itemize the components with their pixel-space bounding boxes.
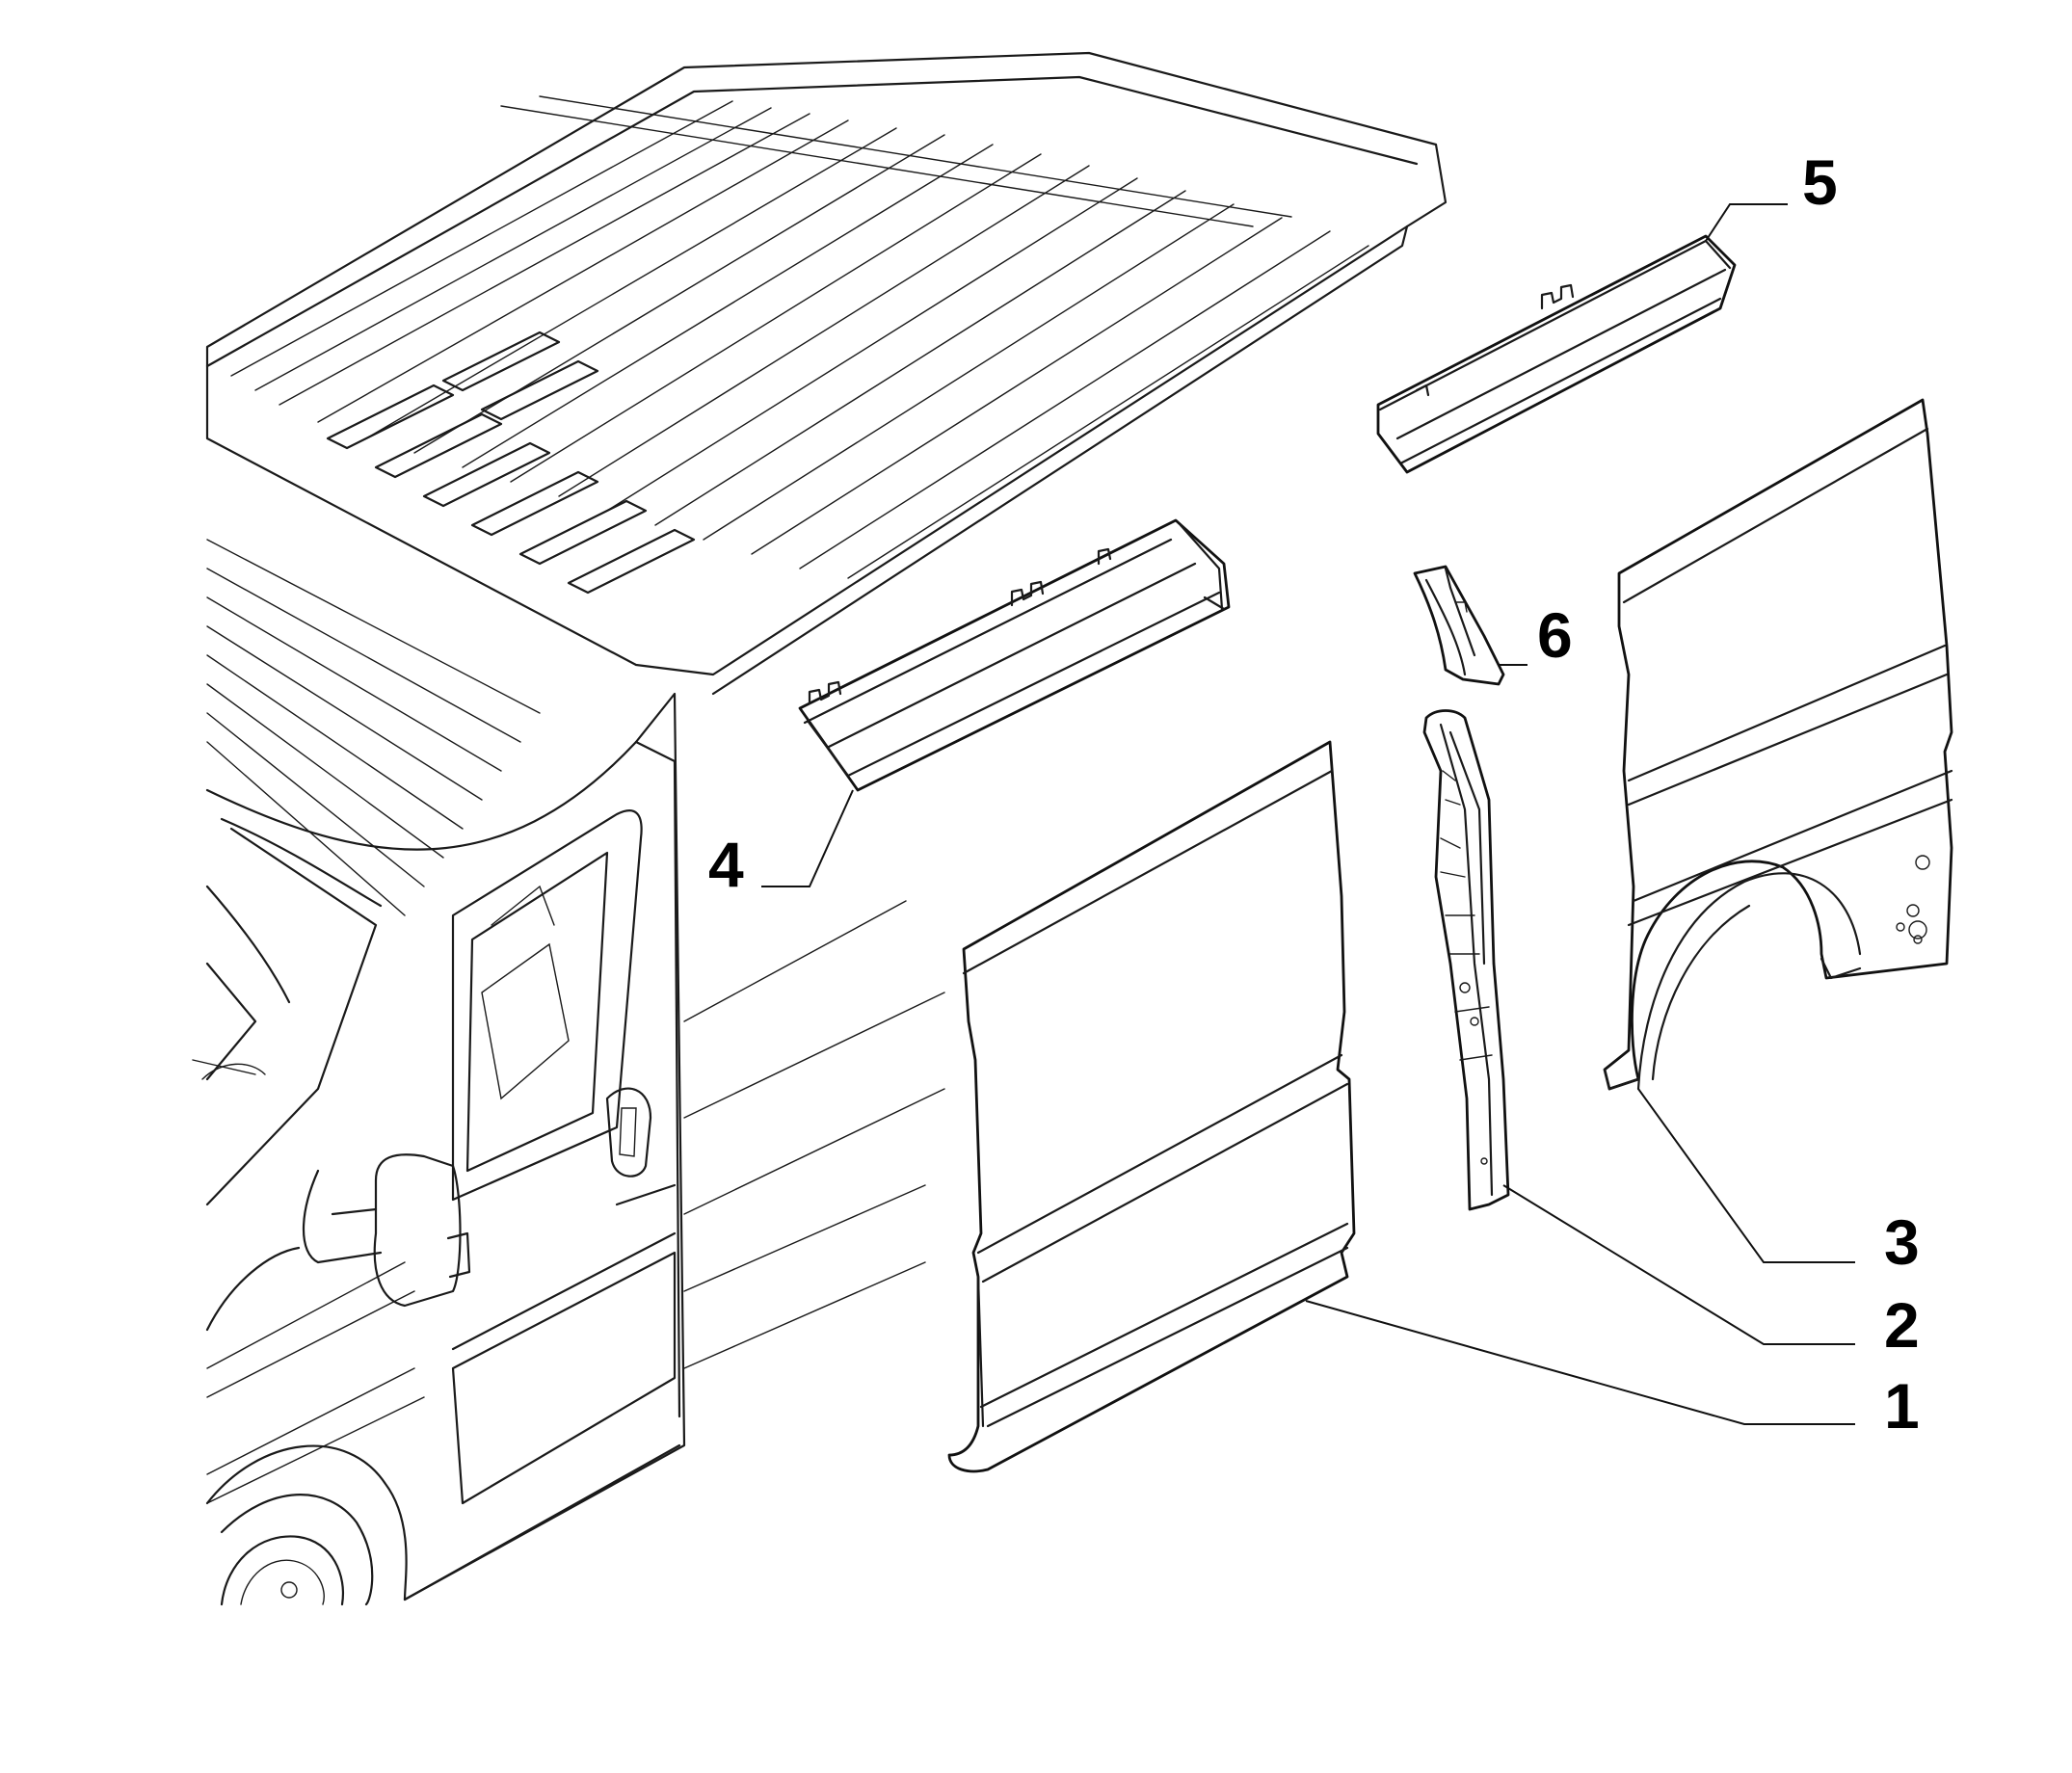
part-6-bracket: [1413, 565, 1505, 686]
callout-3: 3: [1884, 1206, 1920, 1278]
part-4-roof-rail-left: [798, 518, 1231, 792]
leader-2: [1502, 1184, 1855, 1345]
part-5-roof-rail-right: [1376, 234, 1737, 474]
leader-lines: [761, 203, 1855, 1425]
leader-5: [1705, 203, 1788, 242]
callout-labels: 1 2 3 4 5 6: [708, 146, 1920, 1442]
callout-5: 5: [1802, 146, 1838, 218]
callout-4: 4: [708, 829, 744, 900]
callout-2: 2: [1884, 1289, 1920, 1361]
leader-3: [1637, 1088, 1855, 1263]
part-1-side-panel: [947, 740, 1356, 1473]
leader-1: [1305, 1300, 1855, 1425]
van-body-illustration: [192, 51, 1448, 1606]
callout-1: 1: [1884, 1370, 1920, 1442]
part-3-rear-quarter-panel: [1603, 398, 1953, 1091]
part-2-pillar-reinforcement: [1422, 709, 1510, 1211]
leader-4: [761, 789, 854, 887]
callout-6: 6: [1537, 599, 1573, 671]
